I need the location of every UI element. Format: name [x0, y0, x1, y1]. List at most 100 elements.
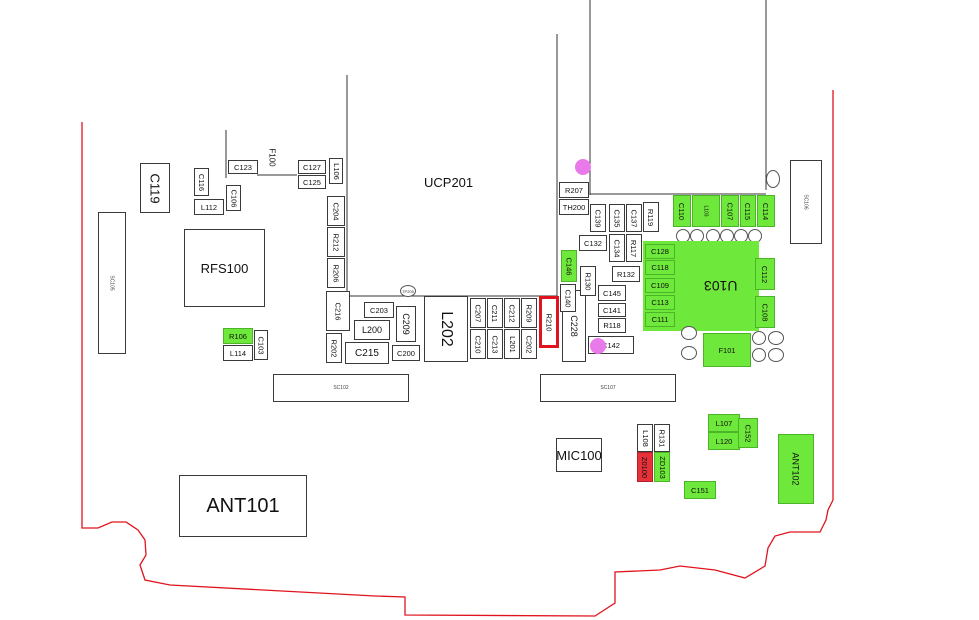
- component-c137[interactable]: C137: [626, 204, 642, 232]
- label-c139: C139: [593, 209, 603, 227]
- component-l202[interactable]: L202: [424, 296, 468, 362]
- component-c111[interactable]: C111: [645, 312, 675, 327]
- component-mic100[interactable]: MIC100: [556, 438, 602, 472]
- component-f100[interactable]: F100: [259, 140, 285, 174]
- component-r106[interactable]: R106: [223, 328, 253, 344]
- component-c209[interactable]: C209: [396, 306, 416, 342]
- component-r206[interactable]: R206: [327, 258, 345, 288]
- component-l114[interactable]: L114: [223, 345, 253, 361]
- component-c127[interactable]: C127: [298, 160, 326, 174]
- component-c103[interactable]: C103: [254, 330, 268, 360]
- component-c140[interactable]: C140: [560, 284, 576, 312]
- component-c141[interactable]: C141: [598, 303, 626, 317]
- component-sc106[interactable]: SC106: [790, 160, 822, 244]
- component-r210-selected[interactable]: R210: [539, 296, 559, 348]
- component-l108[interactable]: L108: [637, 424, 653, 452]
- chip-label-ucp201: UCP201: [424, 175, 474, 190]
- component-f101[interactable]: F101: [703, 333, 751, 367]
- component-c114[interactable]: C114: [757, 195, 775, 227]
- component-c215[interactable]: C215: [345, 342, 389, 364]
- component-r212[interactable]: R212: [327, 227, 345, 257]
- component-c115[interactable]: C115: [740, 195, 756, 227]
- component-r117[interactable]: R117: [626, 234, 642, 262]
- component-c110[interactable]: C110: [673, 195, 691, 227]
- component-c212[interactable]: C212: [504, 298, 520, 328]
- label-z0100: Z0100: [640, 456, 650, 478]
- component-c200[interactable]: C200: [392, 345, 420, 361]
- label-rfs100: RFS100: [200, 260, 249, 276]
- component-c113[interactable]: C113: [645, 295, 675, 310]
- label-l106: L106: [331, 162, 341, 180]
- component-l120[interactable]: L120: [708, 432, 740, 450]
- component-c107[interactable]: C107: [721, 195, 739, 227]
- component-ant101[interactable]: ANT101: [179, 475, 307, 537]
- component-zd103[interactable]: ZD103: [654, 452, 670, 482]
- component-l200[interactable]: L200: [354, 320, 390, 340]
- component-c146[interactable]: C146: [561, 250, 577, 282]
- component-r119[interactable]: R119: [643, 202, 659, 232]
- component-l106[interactable]: L106: [329, 158, 343, 184]
- component-rfs100[interactable]: RFS100: [184, 229, 265, 307]
- component-c151[interactable]: C151: [684, 481, 716, 499]
- component-l201[interactable]: L201: [504, 329, 520, 359]
- label-c211: C211: [490, 304, 500, 322]
- component-r207[interactable]: R207: [559, 182, 589, 198]
- component-c211[interactable]: C211: [487, 298, 503, 328]
- component-c125[interactable]: C125: [298, 175, 326, 189]
- label-l200: L200: [361, 325, 383, 335]
- label-l108: L108: [640, 429, 650, 447]
- component-c118[interactable]: C118: [645, 260, 675, 275]
- label-ant102: ANT102: [791, 452, 801, 486]
- component-l103[interactable]: L103: [692, 195, 720, 227]
- component-c106[interactable]: C106: [226, 185, 241, 211]
- component-c109[interactable]: C109: [645, 278, 675, 293]
- label-r212: R212: [331, 233, 341, 251]
- label-c216: C216: [333, 302, 343, 320]
- component-sc105[interactable]: SC105: [98, 212, 126, 354]
- component-tp205[interactable]: TP205: [400, 285, 416, 297]
- label-c127: C127: [303, 162, 321, 172]
- component-c108[interactable]: C108: [755, 296, 775, 328]
- component-c145[interactable]: C145: [598, 285, 626, 301]
- component-c123[interactable]: C123: [228, 160, 258, 174]
- component-r202[interactable]: R202: [326, 333, 342, 363]
- label-c137: C137: [629, 209, 639, 227]
- pcb-edge: [81, 90, 834, 617]
- component-c210[interactable]: C210: [470, 329, 486, 359]
- label-l120: L120: [715, 436, 733, 446]
- component-z0100[interactable]: Z0100: [637, 452, 653, 482]
- label-u103: U103: [704, 278, 738, 294]
- label-c106: C106: [229, 189, 238, 207]
- label-c113: C113: [651, 298, 669, 307]
- component-c119[interactable]: C119: [140, 163, 170, 213]
- label-c204: C204: [331, 202, 341, 220]
- component-c112[interactable]: C112: [755, 258, 775, 290]
- label-c123: C123: [234, 162, 252, 172]
- component-c132[interactable]: C132: [579, 235, 607, 251]
- component-ant102[interactable]: ANT102: [778, 434, 814, 504]
- component-c207[interactable]: C207: [470, 298, 486, 328]
- component-l107[interactable]: L107: [708, 414, 740, 432]
- component-r130[interactable]: R130: [580, 266, 596, 296]
- label-c207: C207: [473, 304, 483, 322]
- component-sc102[interactable]: SC102: [273, 374, 409, 402]
- component-c213[interactable]: C213: [487, 329, 503, 359]
- component-c116[interactable]: C116: [194, 168, 209, 196]
- component-c216[interactable]: C216: [326, 291, 350, 331]
- label-mic100: MIC100: [556, 447, 602, 463]
- component-c202[interactable]: C202: [521, 329, 537, 359]
- component-c203[interactable]: C203: [364, 302, 394, 318]
- component-th200[interactable]: TH200: [559, 199, 589, 215]
- component-c204[interactable]: C204: [327, 196, 345, 226]
- component-sc107[interactable]: SC107: [540, 374, 676, 402]
- component-r131[interactable]: R131: [654, 424, 670, 452]
- component-r118[interactable]: R118: [598, 318, 626, 333]
- component-c135[interactable]: C135: [609, 204, 625, 232]
- component-c152[interactable]: C152: [738, 418, 758, 448]
- component-r209[interactable]: R209: [521, 298, 537, 328]
- component-r132[interactable]: R132: [612, 266, 640, 282]
- component-c128[interactable]: C128: [645, 244, 675, 259]
- component-c134[interactable]: C134: [609, 234, 625, 262]
- component-c139[interactable]: C139: [590, 204, 606, 232]
- component-l112[interactable]: L112: [194, 199, 224, 215]
